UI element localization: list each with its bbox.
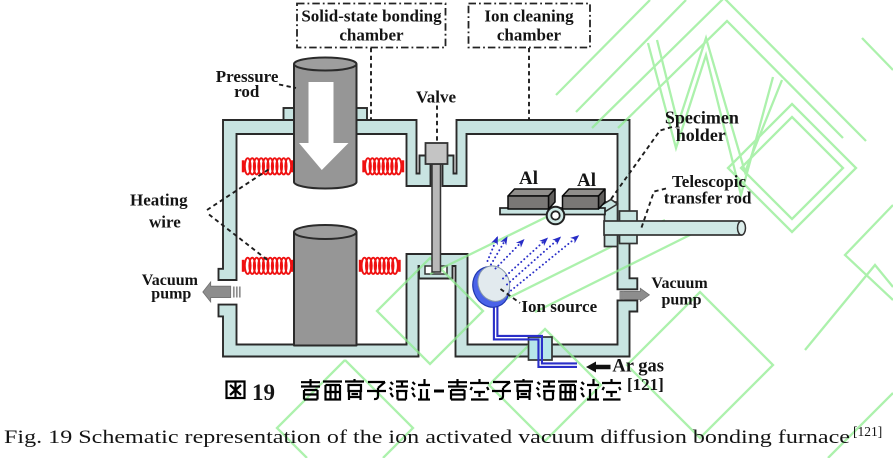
svg-text:Heating: Heating — [130, 191, 188, 210]
svg-text:chamber: chamber — [497, 26, 562, 45]
svg-text:pump: pump — [662, 291, 702, 308]
svg-text:Ar gas: Ar gas — [612, 357, 664, 377]
svg-text:Ion cleaning: Ion cleaning — [484, 7, 574, 26]
svg-text:Fig. 19 Schematic representati: Fig. 19 Schematic representation of the … — [4, 427, 850, 448]
svg-text:Al: Al — [577, 170, 596, 191]
svg-text:19: 19 — [252, 380, 275, 405]
svg-text:wire: wire — [149, 213, 181, 232]
svg-text:Valve: Valve — [416, 88, 456, 107]
svg-text:holder: holder — [676, 125, 726, 145]
svg-text:Al: Al — [519, 168, 538, 189]
svg-text:Telescopic: Telescopic — [672, 172, 746, 191]
svg-text:pump: pump — [151, 286, 191, 303]
svg-text:Specimen: Specimen — [665, 108, 739, 128]
svg-text:Vacuum: Vacuum — [651, 275, 708, 292]
svg-text:transfer rod: transfer rod — [664, 189, 752, 208]
svg-text:[121]: [121] — [853, 424, 882, 439]
svg-text:[121]: [121] — [627, 375, 664, 394]
svg-text:Pressure: Pressure — [216, 67, 279, 86]
svg-text:Ion source: Ion source — [521, 297, 597, 316]
svg-text:Solid-state bonding: Solid-state bonding — [301, 7, 442, 26]
svg-text:chamber: chamber — [339, 26, 404, 45]
svg-text:rod: rod — [234, 82, 260, 101]
svg-text:Vacuum: Vacuum — [142, 272, 199, 289]
